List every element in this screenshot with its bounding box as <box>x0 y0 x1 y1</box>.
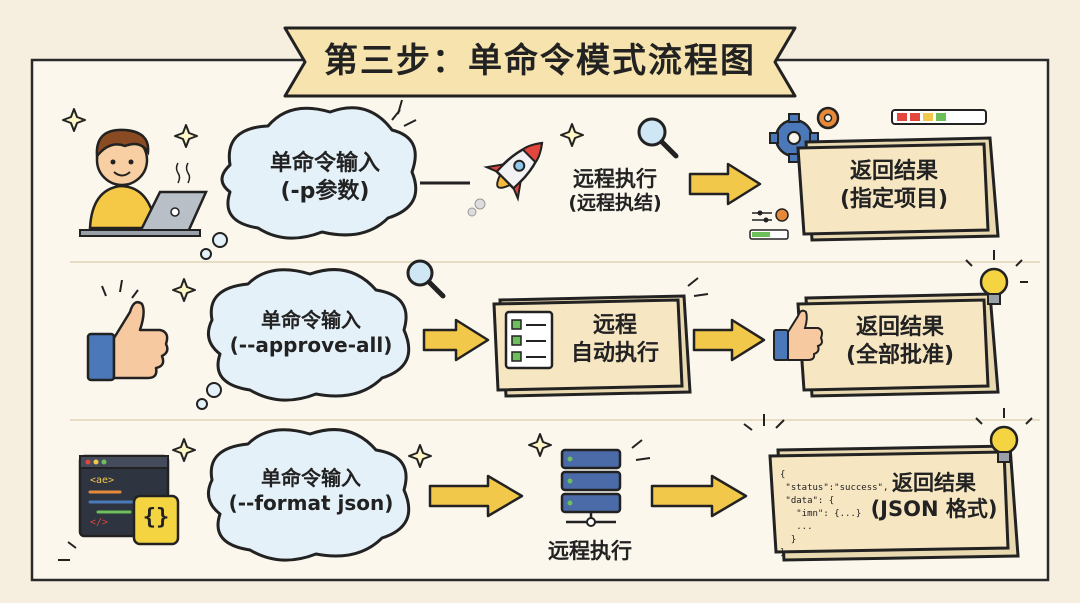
result-label-line1: 返回结果 <box>855 315 944 340</box>
result-box <box>796 292 1000 398</box>
json-braces-icon <box>132 494 180 546</box>
braces-icon-label: {} <box>142 505 170 530</box>
json-line: } <box>780 535 797 545</box>
lightbulb-icon <box>975 408 1033 463</box>
page-title: 第三步：单命令模式流程图 <box>324 41 756 81</box>
checklist-icon <box>504 310 554 370</box>
title-banner <box>283 26 797 98</box>
thumbs-up-icon <box>773 309 823 361</box>
flow-arrow <box>428 474 524 518</box>
json-line: { <box>780 470 786 480</box>
result-label: 返回结果 (全部批准) <box>820 314 980 369</box>
status-bar-icon <box>891 109 987 125</box>
flow-arrow <box>422 318 490 362</box>
input-label-line1: 单命令输入 <box>261 466 361 490</box>
server-icon <box>560 439 651 527</box>
json-snippet: { "status":"success", "data": { "imn": {… <box>780 456 888 573</box>
lightbulb-icon <box>965 250 1028 305</box>
gear-icon <box>816 106 840 130</box>
process-label: 远程 自动执行 <box>556 312 674 367</box>
process-label-line1: 远程 <box>592 313 637 338</box>
input-label-line2: (--format json) <box>228 491 394 515</box>
result-label-line1: 返回结果 <box>892 471 976 495</box>
flow-arrow <box>692 318 766 362</box>
terminal-close-tag: </> <box>90 517 109 528</box>
process-label-line1: 远程执行 <box>548 539 632 563</box>
magnifier-icon <box>637 117 679 159</box>
input-label: 单命令输入 (-p参数) <box>240 150 410 205</box>
process-label-line2: 自动执行 <box>570 340 659 366</box>
json-line: "imn": {...} <box>780 509 862 519</box>
process-label-line2: (远程执结) <box>568 192 662 215</box>
input-label-line2: (-p参数) <box>280 178 370 204</box>
magnifier-icon <box>406 259 446 299</box>
process-label: 远程执行 (远程执结) <box>540 166 690 216</box>
thumbs-up-icon <box>86 279 169 382</box>
input-label: 单命令输入 (--approve-all) <box>218 308 404 358</box>
terminal-tag: <ae> <box>90 475 115 486</box>
settings-sliders-icon <box>749 208 789 240</box>
result-label-line2: (JSON 格式) <box>870 497 998 522</box>
json-line: "data": { <box>780 496 835 506</box>
result-box <box>796 136 1000 242</box>
json-line: } <box>780 548 786 558</box>
input-label-line2: (--approve-all) <box>229 333 393 357</box>
process-label-line1: 远程执行 <box>573 167 657 191</box>
result-box <box>743 414 1020 562</box>
result-label-line1: 返回结果 <box>849 159 938 184</box>
input-cloud <box>196 268 411 410</box>
json-line: "status":"success", <box>780 483 889 493</box>
input-label: 单命令输入 (--format json) <box>218 466 404 516</box>
json-line: ... <box>780 522 813 532</box>
process-label: 远程执行 <box>520 538 660 564</box>
flow-arrow <box>688 162 762 206</box>
result-label-line2: (全部批准) <box>845 342 955 368</box>
person-laptop-icon <box>79 128 208 237</box>
motion-lines <box>58 541 77 561</box>
input-cloud <box>200 99 418 260</box>
result-label: 返回结果 (JSON 格式) <box>866 470 1002 523</box>
input-label-line1: 单命令输入 <box>269 151 380 176</box>
rocket-icon <box>483 141 544 202</box>
flow-arrow <box>650 474 748 518</box>
result-label: 返回结果 (指定项目) <box>806 158 982 213</box>
input-cloud <box>206 428 411 562</box>
result-label-line2: (指定项目) <box>839 186 949 212</box>
input-label-line1: 单命令输入 <box>261 308 361 332</box>
